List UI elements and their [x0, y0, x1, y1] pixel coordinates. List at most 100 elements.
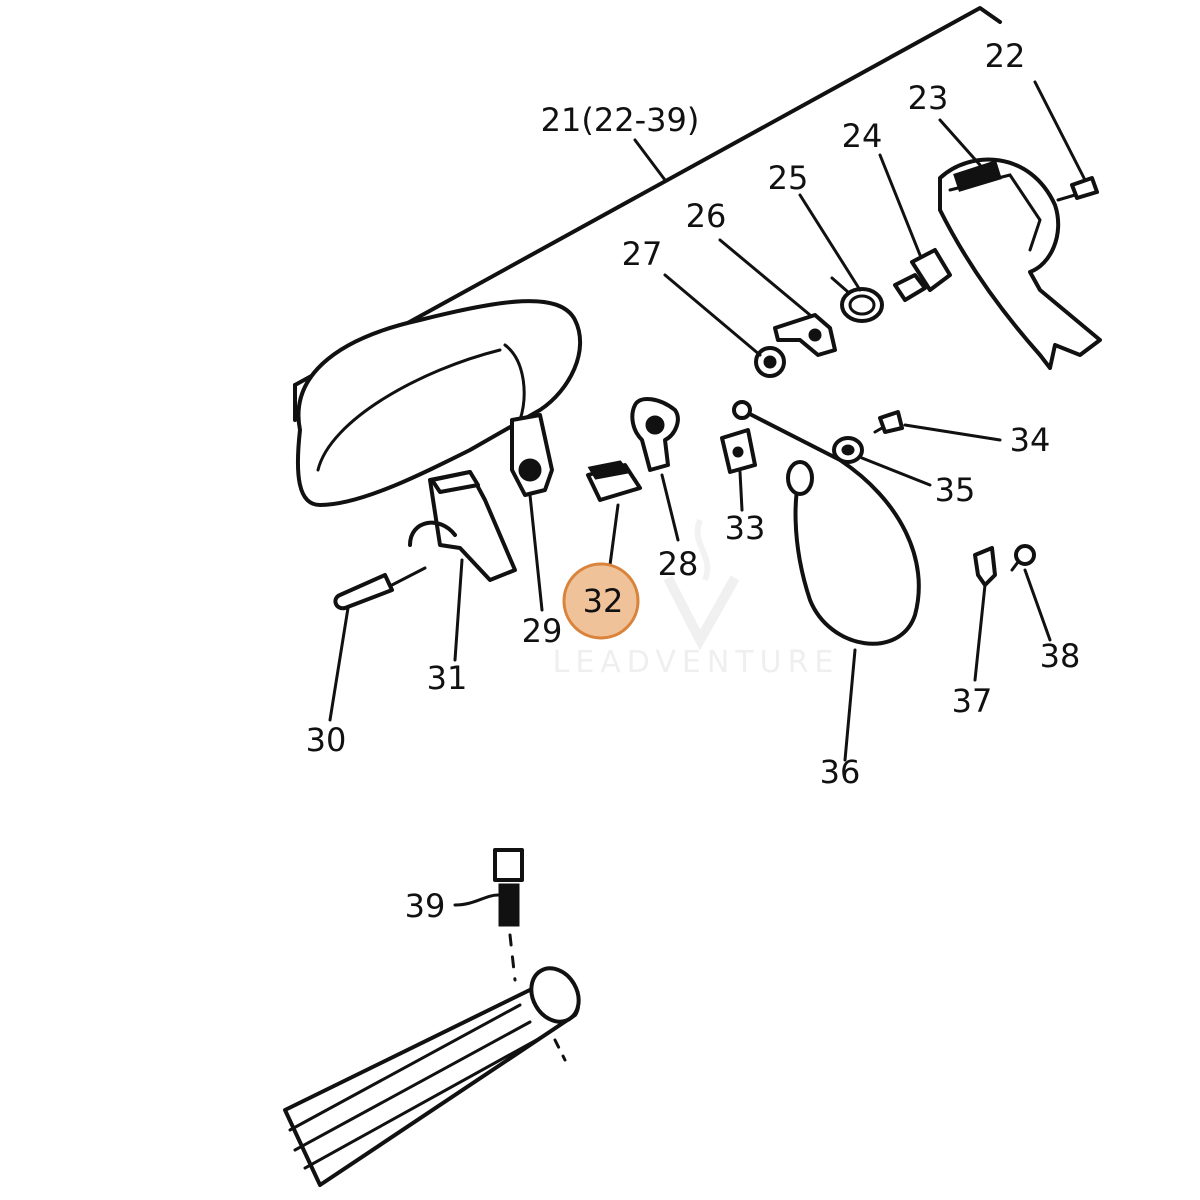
leader-39 [453, 893, 500, 907]
leader-28 [660, 473, 680, 542]
tube-end-face [529, 966, 581, 1024]
leader-29 [528, 493, 544, 612]
lever-hole [808, 328, 822, 342]
tube-rib-1 [288, 1003, 522, 1132]
block-top [587, 460, 631, 480]
leader-27 [663, 273, 762, 357]
handle-grip-edge [503, 343, 526, 422]
assembly-bracket-line [293, 6, 1002, 387]
callout-label-32[interactable]: 32 [583, 582, 624, 620]
throttle-arm-body [510, 413, 554, 497]
bolt-39-head [493, 848, 524, 882]
spring-tail [830, 276, 850, 294]
callout-label-28[interactable]: 28 [658, 545, 699, 583]
tube-rib-2 [293, 1020, 532, 1152]
cover-body [938, 157, 1102, 370]
leader-24 [878, 153, 922, 257]
part-32-block [586, 460, 642, 502]
leader-22 [1033, 80, 1087, 182]
leader-30 [328, 606, 350, 722]
part-22-bolt [1056, 176, 1099, 202]
watermark-flame-mark [694, 518, 711, 582]
screw-38-head [1014, 544, 1036, 566]
cover-dark-band [953, 160, 1002, 192]
lever-body [773, 313, 837, 357]
cam-plate-body [630, 397, 680, 472]
bolt-39-centerline [508, 933, 517, 982]
spring-coil-inner [848, 294, 876, 316]
watermark-v-mark [663, 575, 740, 651]
callout-label-39[interactable]: 39 [405, 887, 446, 925]
part-24-screw [893, 248, 952, 302]
callout-label-25[interactable]: 25 [768, 159, 809, 197]
highlight-circle-32 [562, 562, 640, 640]
washer-hole [841, 444, 855, 456]
cam-plate-hole [645, 415, 665, 435]
bolt-thread [1056, 193, 1077, 202]
leader-37 [973, 583, 987, 682]
leader-31 [453, 558, 464, 662]
leader-21 [633, 138, 667, 182]
part-39-bolt [493, 848, 524, 982]
handle-grip-body [295, 299, 582, 507]
callout-label-31[interactable]: 31 [427, 659, 468, 697]
callout-label-35[interactable]: 35 [935, 471, 976, 509]
tiller-handle-grip [295, 299, 582, 507]
handle-grip-highlight [316, 348, 502, 472]
part-28-cam-plate [630, 397, 680, 472]
screw-34-tip [873, 426, 884, 434]
leader-33 [738, 470, 744, 512]
pin-thread [390, 566, 427, 587]
callout-label-26[interactable]: 26 [686, 197, 727, 235]
nut-hole [763, 355, 777, 369]
watermark-logo: LEADVENTURE [553, 518, 833, 680]
part-29-throttle-arm [510, 413, 554, 497]
part-38-screw [1010, 544, 1036, 572]
callout-label-27[interactable]: 27 [622, 235, 663, 273]
pin-body [333, 573, 394, 611]
leader-34 [903, 423, 1002, 442]
leader-25 [798, 193, 862, 292]
grip-base-loop [408, 520, 457, 547]
callout-label-29[interactable]: 29 [522, 612, 563, 650]
leader-38 [1023, 568, 1052, 642]
bolt-39-thread [498, 883, 520, 927]
clip-body [973, 546, 997, 587]
callout-label-36[interactable]: 36 [820, 753, 861, 791]
callout-label-34[interactable]: 34 [1010, 421, 1051, 459]
callout-label-23[interactable]: 23 [908, 79, 949, 117]
tube-centerline [553, 1038, 567, 1062]
cable-loop [740, 408, 921, 646]
part-25-spring [830, 276, 884, 323]
tiller-tube [283, 966, 581, 1187]
screw-38-tip [1010, 560, 1020, 572]
leader-26 [718, 238, 812, 317]
part-37-clip [973, 546, 997, 587]
assembly-bracket [293, 6, 1002, 422]
cable-end-eye [732, 400, 752, 420]
part-34-screw [873, 410, 904, 434]
screw-knob [910, 248, 952, 292]
callout-label-22[interactable]: 22 [985, 37, 1026, 75]
part-31-grip-base [408, 470, 517, 582]
callout-label-24[interactable]: 24 [842, 117, 883, 155]
part-30-pin [333, 566, 427, 611]
callout-label-33[interactable]: 33 [725, 509, 766, 547]
tube-rib-3 [303, 1036, 542, 1170]
callout-label-21[interactable]: 21(22-39) [541, 101, 700, 139]
terminal-dot [732, 446, 744, 458]
part-36-cable [732, 400, 921, 646]
callout-label-30[interactable]: 30 [306, 721, 347, 759]
screw-shank [893, 273, 927, 302]
callout-label-37[interactable]: 37 [952, 682, 993, 720]
part-23-cover [938, 157, 1102, 370]
leader-lines [328, 80, 1087, 907]
screw-34-head [878, 410, 904, 434]
part-33-terminal [720, 428, 757, 474]
spring-coil-outer [840, 287, 884, 323]
callout-label-38[interactable]: 38 [1040, 637, 1081, 675]
throttle-arm-pivot [518, 458, 542, 482]
part-27-nut [754, 346, 786, 378]
